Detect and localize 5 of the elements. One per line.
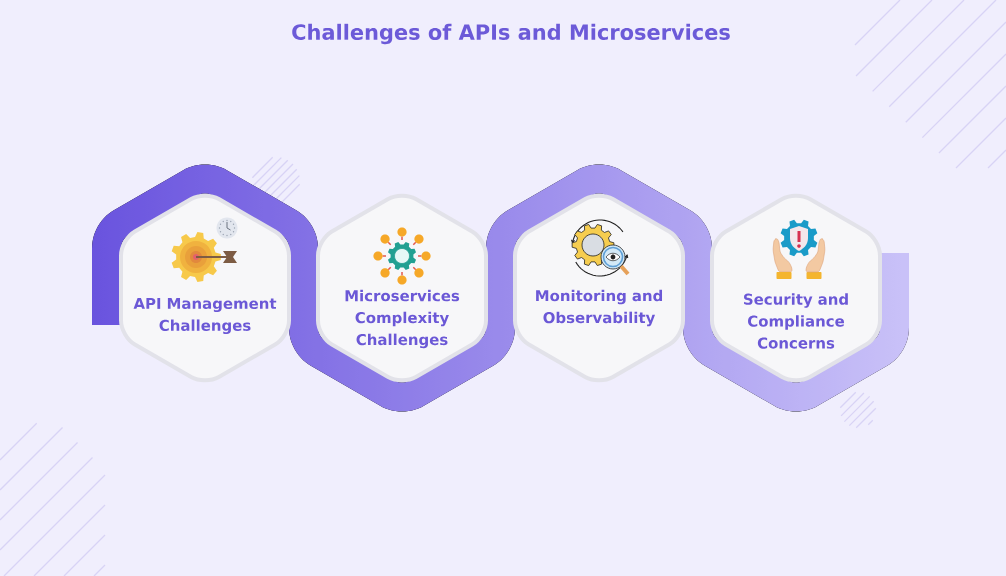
hexagon-card: Microservices Complexity Challenges — [316, 193, 488, 383]
hexagon-card: Monitoring and Observability — [513, 193, 685, 383]
hexagon-card: API Management Challenges — [119, 193, 291, 383]
title: Challenges of APIs and Microservices — [292, 23, 730, 45]
hexagon-card: Security and Compliance Concerns — [710, 193, 882, 383]
